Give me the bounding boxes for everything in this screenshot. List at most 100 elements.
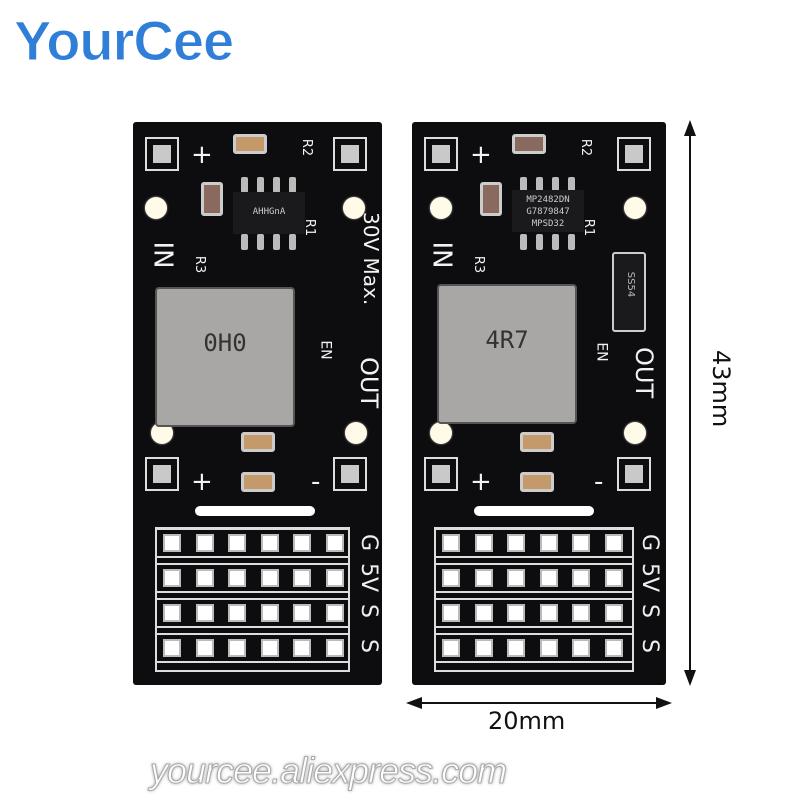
solder-pad [333, 457, 367, 491]
pin-row [434, 528, 634, 558]
mounting-hole [151, 422, 173, 444]
arrow-head-icon [684, 120, 696, 136]
capacitor [241, 432, 275, 452]
arrow-head-icon [656, 697, 672, 709]
header-pin [228, 604, 246, 622]
capacitor [480, 182, 502, 216]
header-pin [293, 569, 311, 587]
pin-row [155, 528, 350, 558]
inductor: 4R7 [437, 284, 577, 424]
header-pin [325, 534, 344, 552]
mounting-hole [430, 422, 452, 444]
header-pin [442, 534, 460, 552]
header-pin [539, 569, 558, 587]
header-pin [507, 604, 525, 622]
diode: SS54 [612, 252, 646, 332]
header-pin [260, 534, 279, 552]
header-pin [442, 639, 460, 657]
header-pin [163, 604, 181, 622]
pcb-board-left: + IN R2 R1 R3 30V Max. EN OUT + - AHHGnA… [133, 122, 383, 685]
header-pin [293, 639, 311, 657]
header-pin [293, 534, 311, 552]
height-dimension-label: 43mm [707, 350, 735, 428]
header-pin [474, 569, 493, 587]
minus-label: - [311, 467, 321, 497]
mounting-hole [343, 197, 365, 219]
header-pin [228, 569, 246, 587]
header-pin [325, 604, 344, 622]
header-pin [507, 639, 525, 657]
header-pin [325, 639, 344, 657]
solder-pad [145, 137, 179, 171]
header-pin [163, 534, 181, 552]
header-pin [539, 604, 558, 622]
width-dimension-label: 20mm [488, 707, 566, 735]
pin-row [155, 598, 350, 628]
header-pin [163, 569, 181, 587]
capacitor [512, 134, 546, 154]
pcb-board-right: + IN R2 R1 R3 EN OUT + - MP2482DN G78798… [412, 122, 666, 685]
header-pin [572, 604, 590, 622]
header-pin [507, 569, 525, 587]
header-pin [195, 639, 214, 657]
header-pin [507, 534, 525, 552]
header-pin [228, 639, 246, 657]
header-pin [604, 569, 623, 587]
solder-pad [145, 457, 179, 491]
header-pin [442, 569, 460, 587]
header-pin [572, 534, 590, 552]
mounting-hole [624, 422, 646, 444]
header-pin [604, 639, 623, 657]
capacitor [201, 182, 223, 216]
header-pin [572, 639, 590, 657]
mounting-hole [430, 197, 452, 219]
header-pin [260, 604, 279, 622]
header-pin [474, 639, 493, 657]
solder-pad [617, 137, 651, 171]
header-pin [293, 604, 311, 622]
capacitor [233, 134, 267, 154]
pin-row [434, 633, 634, 663]
arrow-head-icon [406, 697, 422, 709]
plus-label: + [191, 467, 213, 497]
header-pin [604, 604, 623, 622]
mounting-hole [624, 197, 646, 219]
header-pin [474, 534, 493, 552]
header-pin [195, 534, 214, 552]
capacitor [241, 472, 275, 492]
header-pin [442, 604, 460, 622]
pin-row [155, 633, 350, 663]
board-slot [195, 506, 315, 516]
header-pin [260, 639, 279, 657]
arrow-head-icon [684, 670, 696, 686]
ic-chip: MP2482DN G7879847 MPSD32 [512, 190, 584, 232]
header-pin [539, 534, 558, 552]
capacitor [520, 432, 554, 452]
plus-label: + [470, 467, 492, 497]
header-pin [604, 534, 623, 552]
mounting-hole [145, 197, 167, 219]
solder-pad [333, 137, 367, 171]
solder-pad [424, 137, 458, 171]
solder-pad [424, 457, 458, 491]
header-pin [163, 639, 181, 657]
header-pin [474, 604, 493, 622]
mounting-hole [345, 422, 367, 444]
watermark: yourcee.aliexpress.com [149, 750, 507, 792]
plus-label: + [191, 140, 213, 170]
header-pin [539, 639, 558, 657]
pin-row [434, 598, 634, 628]
pin-row [434, 563, 634, 593]
header-pin [195, 569, 214, 587]
inductor: 0H0 [155, 287, 295, 427]
solder-pad [617, 457, 651, 491]
header-pin [228, 534, 246, 552]
plus-label: + [470, 140, 492, 170]
brand-logo: YourCee [13, 9, 234, 73]
ic-chip: AHHGnA [233, 192, 305, 234]
header-pin [572, 569, 590, 587]
header-pin [260, 569, 279, 587]
pin-row [155, 563, 350, 593]
header-pin [325, 569, 344, 587]
